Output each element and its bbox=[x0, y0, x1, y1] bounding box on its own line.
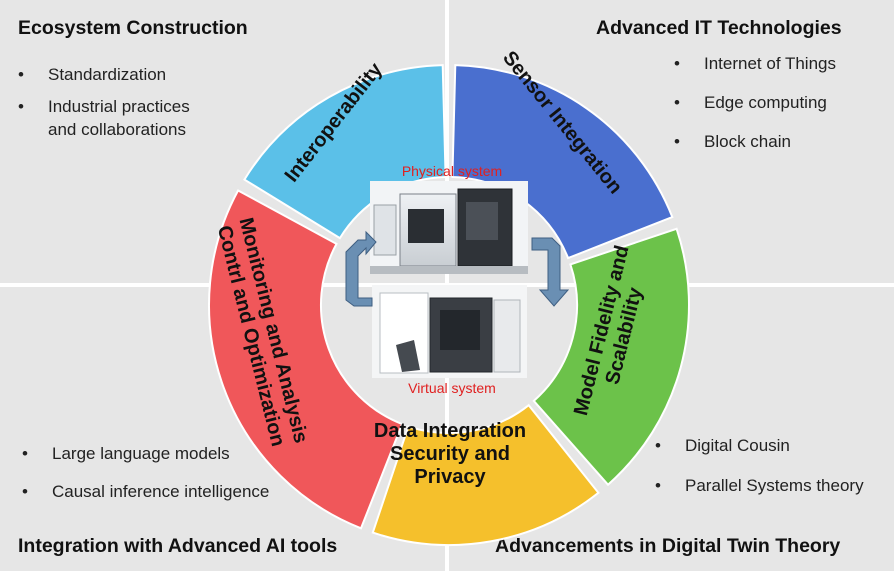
heading-advanced-it-technologies: Advanced IT Technologies bbox=[596, 17, 842, 39]
heading-digital-twin-theory: Advancements in Digital Twin Theory bbox=[495, 535, 841, 557]
virtual-system-label: Virtual system bbox=[408, 380, 496, 396]
bullet-item: Internet of Things bbox=[674, 52, 836, 75]
list-digital-twin-theory: Digital Cousin Parallel Systems theory bbox=[655, 434, 864, 497]
left-cycle-arrow-icon bbox=[345, 230, 377, 307]
bullet-item: Industrial practices and collaborations bbox=[18, 95, 190, 141]
segment-monitoring-analysis bbox=[208, 189, 404, 530]
heading-advanced-ai-tools: Integration with Advanced AI tools bbox=[18, 535, 338, 557]
bullet-item: Standardization bbox=[18, 63, 190, 86]
physical-system-label: Physical system bbox=[402, 163, 502, 179]
virtual-system-render bbox=[372, 285, 527, 378]
segment-label-line: Privacy bbox=[414, 466, 486, 488]
segment-data-integration bbox=[371, 403, 600, 546]
segment-model-fidelity bbox=[532, 227, 690, 487]
segment-interoperability bbox=[243, 64, 447, 240]
list-advanced-it-technologies: Internet of Things Edge computing Block … bbox=[674, 52, 836, 153]
bullet-item: Edge computing bbox=[674, 91, 836, 114]
list-ecosystem-construction: Standardization Industrial practices and… bbox=[18, 63, 190, 141]
bullet-item: Digital Cousin bbox=[655, 434, 864, 457]
bullet-item: Large language models bbox=[22, 442, 269, 465]
bullet-item: Block chain bbox=[674, 130, 836, 153]
physical-system-photo bbox=[370, 181, 528, 274]
right-cycle-arrow-icon bbox=[531, 237, 570, 307]
list-advanced-ai-tools: Large language models Causal inference i… bbox=[22, 442, 269, 503]
segment-label-line: Security and bbox=[390, 443, 510, 465]
bullet-item: Parallel Systems theory bbox=[655, 474, 864, 497]
heading-ecosystem-construction: Ecosystem Construction bbox=[18, 17, 248, 39]
bullet-item: Causal inference intelligence bbox=[22, 480, 269, 503]
segment-label-line: Data Integration bbox=[374, 420, 526, 442]
